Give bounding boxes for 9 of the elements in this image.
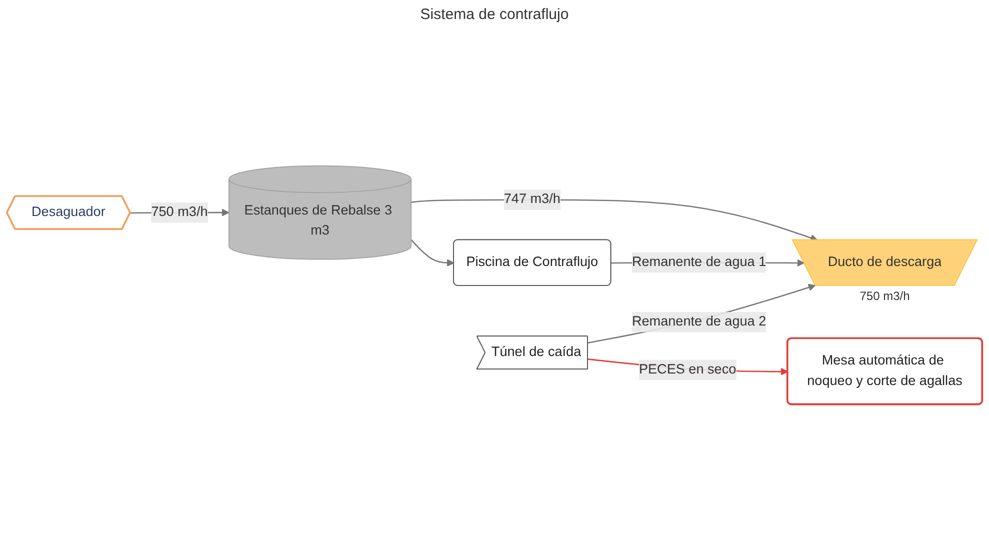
edge-label: Remanente de agua 2 (632, 314, 766, 329)
flow-rate-label: 750 m3/h (860, 289, 910, 304)
group-label: Sistema de contraflujo (419, 6, 570, 23)
arrow (410, 239, 454, 267)
edge-label: 747 m3/h (504, 192, 560, 207)
edge-label: Remanente de agua 1 (632, 254, 766, 270)
arrow (588, 284, 816, 344)
edge-label: PECES en seco (638, 362, 736, 377)
edge-label: 750 m3/h (151, 204, 208, 220)
